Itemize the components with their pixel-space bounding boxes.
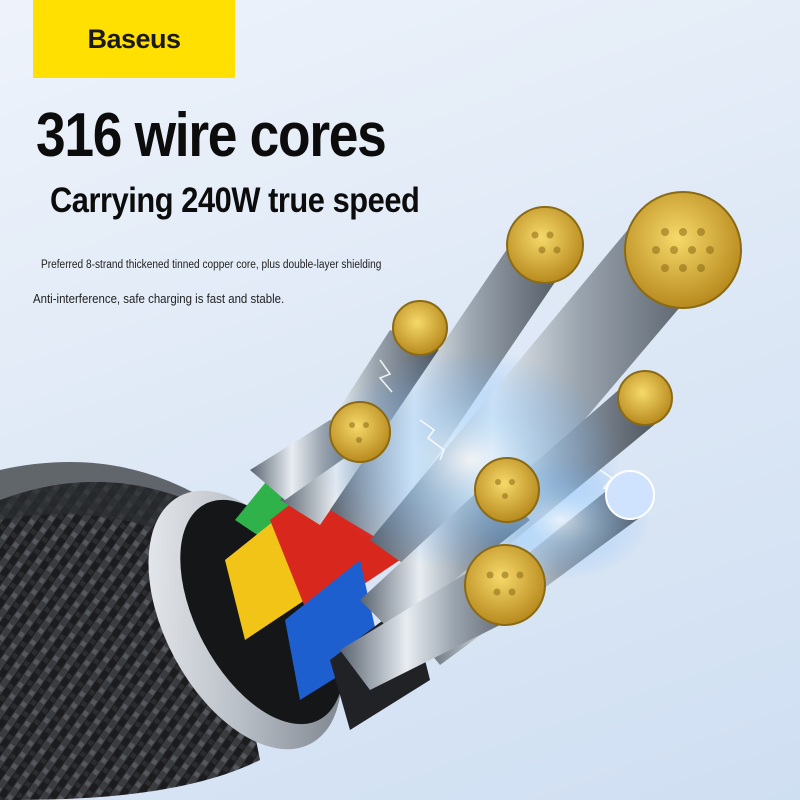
subheadline: Carrying 240W true speed: [50, 181, 420, 220]
headline: 316 wire cores: [36, 101, 387, 170]
brand-logo: Baseus: [33, 0, 235, 78]
description-line-1: Preferred 8-strand thickened tinned copp…: [41, 259, 382, 271]
brand-name: Baseus: [87, 23, 181, 54]
description-line-2: Anti-interference, safe charging is fast…: [33, 291, 285, 306]
copper-cores: [329, 191, 742, 626]
blue-sheath: [285, 560, 380, 700]
